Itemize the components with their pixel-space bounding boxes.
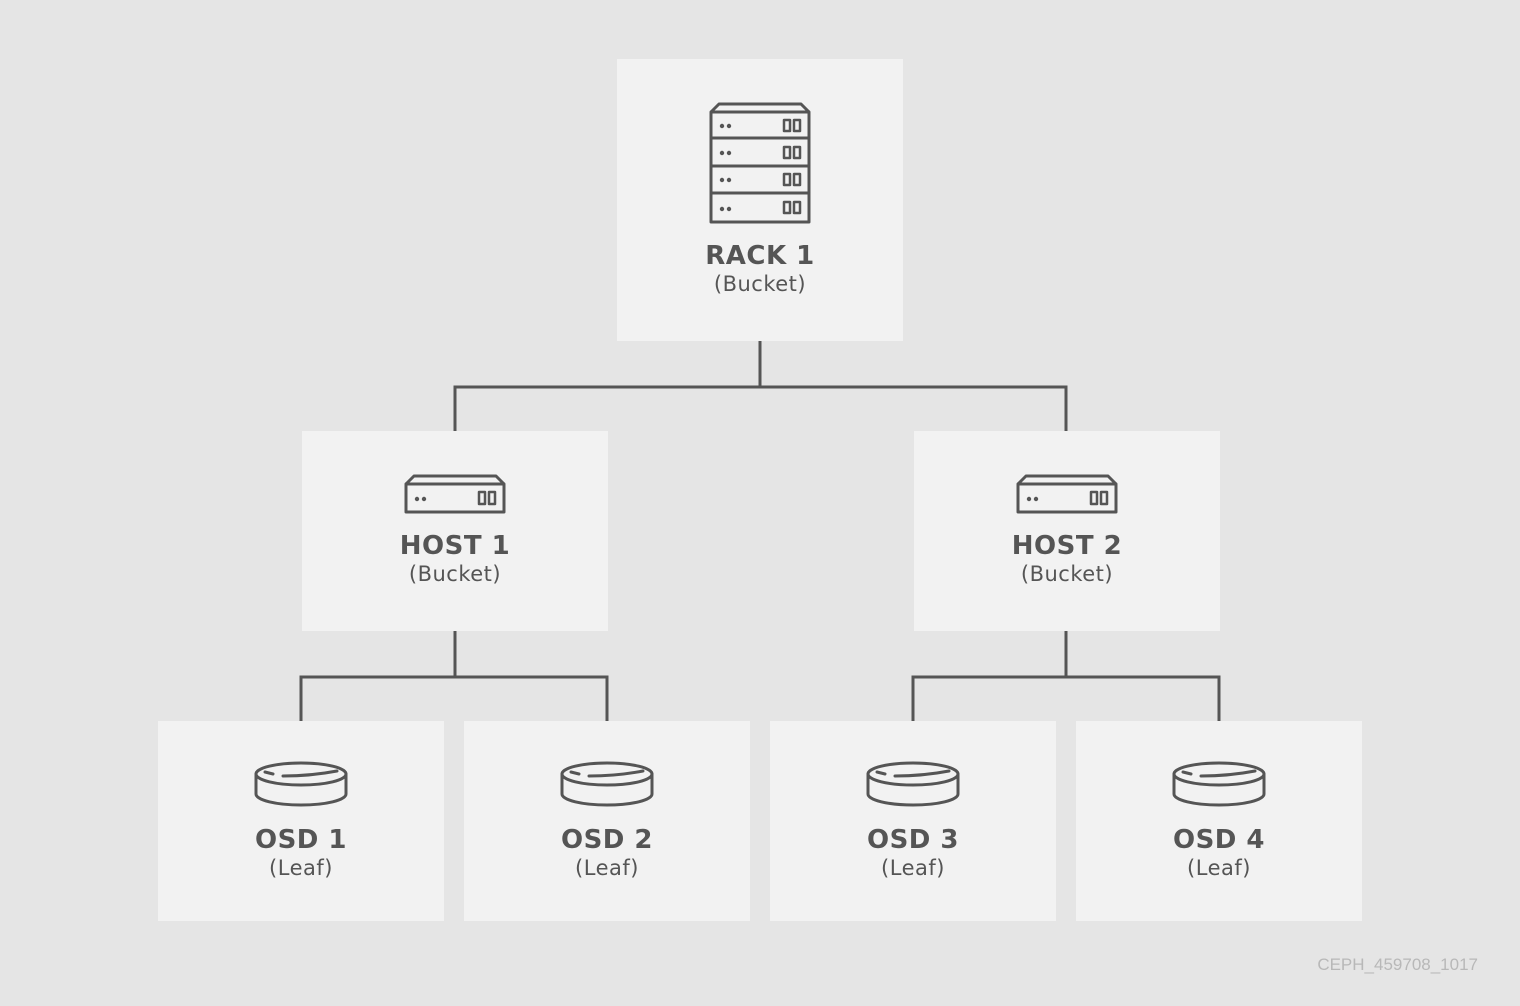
osd-title: OSD 2 — [560, 825, 654, 855]
figure-id-watermark: CEPH_459708_1017 — [1317, 955, 1478, 974]
osd-title: OSD 3 — [866, 825, 960, 855]
host-node-2: HOST 2 (Bucket) — [914, 431, 1220, 631]
osd-title: OSD 4 — [1172, 825, 1266, 855]
rack-to-hosts-connector — [453, 339, 1068, 433]
disk-icon — [1172, 761, 1266, 807]
disk-icon — [866, 761, 960, 807]
host1-to-osds-connector — [299, 629, 609, 723]
osd-node-3: OSD 3 (Leaf) — [770, 721, 1056, 921]
osd-node-1: OSD 1 (Leaf) — [158, 721, 444, 921]
server-rack-icon — [709, 102, 811, 224]
osd-subtitle: (Leaf) — [575, 856, 639, 880]
host-subtitle: (Bucket) — [1020, 562, 1114, 586]
osd-subtitle: (Leaf) — [1187, 856, 1251, 880]
rack-title: RACK 1 — [705, 241, 815, 271]
disk-icon — [560, 761, 654, 807]
osd-node-2: OSD 2 (Leaf) — [464, 721, 750, 921]
host-node-1: HOST 1 (Bucket) — [302, 431, 608, 631]
rack-node: RACK 1 (Bucket) — [617, 59, 903, 341]
server-host-icon — [404, 474, 506, 514]
osd-subtitle: (Leaf) — [881, 856, 945, 880]
disk-icon — [254, 761, 348, 807]
host-title: HOST 2 — [1011, 531, 1123, 561]
osd-subtitle: (Leaf) — [269, 856, 333, 880]
host-subtitle: (Bucket) — [408, 562, 502, 586]
osd-node-4: OSD 4 (Leaf) — [1076, 721, 1362, 921]
host-title: HOST 1 — [399, 531, 511, 561]
server-host-icon — [1016, 474, 1118, 514]
rack-subtitle: (Bucket) — [713, 272, 807, 296]
osd-title: OSD 1 — [254, 825, 348, 855]
host2-to-osds-connector — [911, 629, 1221, 723]
